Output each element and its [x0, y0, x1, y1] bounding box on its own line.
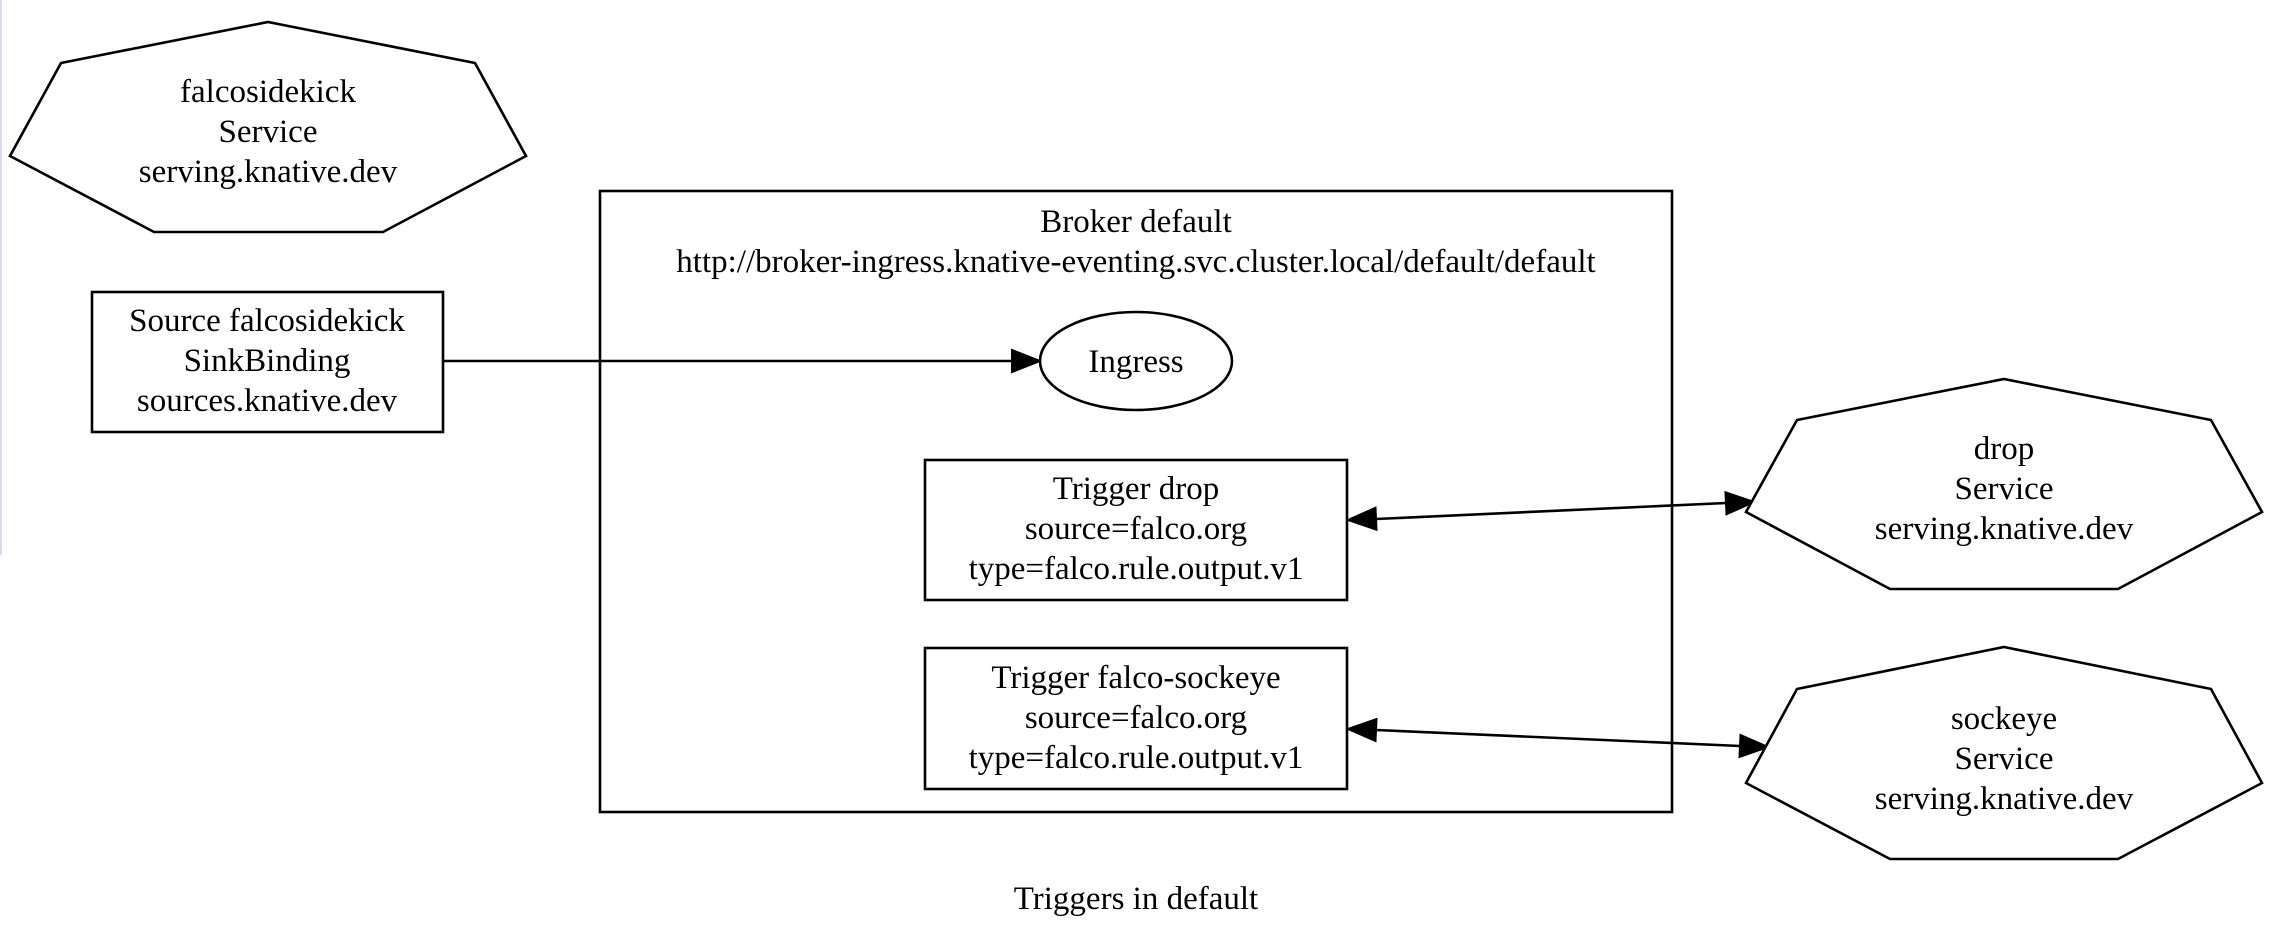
- arrowhead-trigger-sockeye: [1345, 717, 1378, 743]
- node-label: Ingress: [1088, 344, 1183, 380]
- trigger-drop-node: Trigger drop source=falco.org type=falco…: [923, 458, 1349, 602]
- node-group: serving.knative.dev: [139, 154, 398, 190]
- drop-service-node: drop Service serving.knative.dev: [1744, 377, 2264, 591]
- arrowhead-sockeye-service: [1738, 733, 1771, 759]
- arrowhead-ingress: [1011, 348, 1043, 374]
- node-name: sockeye: [1951, 701, 2057, 737]
- node-filter-type: type=falco.rule.output.v1: [969, 551, 1304, 587]
- septagon-shape: [1744, 377, 2264, 591]
- broker-url: http://broker-ingress.knative-eventing.s…: [676, 244, 1595, 280]
- edge-source-to-ingress: [443, 348, 1043, 374]
- broker-title: Broker default: [1040, 204, 1232, 240]
- node-filter-type: type=falco.rule.output.v1: [969, 740, 1304, 776]
- left-edge-strip: [0, 0, 2, 555]
- box-shape: [90, 290, 445, 434]
- node-name: drop: [1974, 431, 2035, 467]
- node-name: Trigger drop: [1053, 471, 1220, 507]
- trigger-falco-sockeye-node: Trigger falco-sockeye source=falco.org t…: [923, 646, 1349, 791]
- sockeye-service-node: sockeye Service serving.knative.dev: [1744, 645, 2264, 861]
- node-kind: Service: [219, 114, 318, 150]
- box-shape: [923, 646, 1349, 791]
- broker-cluster: Broker default http://broker-ingress.kna…: [598, 189, 1674, 814]
- edge-trigger-drop-to-drop-service: [1345, 490, 1757, 532]
- node-kind: Service: [1955, 471, 2054, 507]
- node-name: falcosidekick: [180, 74, 356, 110]
- node-group: serving.knative.dev: [1875, 511, 2134, 547]
- falcosidekick-service-node: falcosidekick Service serving.knative.de…: [8, 20, 528, 234]
- graph-caption: Triggers in default: [1014, 881, 1258, 917]
- broker-cluster-border: [598, 189, 1674, 814]
- septagon-shape: [8, 20, 528, 234]
- ingress-node: Ingress: [1038, 310, 1234, 412]
- arrowhead-trigger-drop: [1345, 506, 1378, 532]
- septagon-shape: [1744, 645, 2264, 861]
- node-filter-source: source=falco.org: [1025, 511, 1247, 547]
- node-kind: Service: [1955, 741, 2054, 777]
- node-group: sources.knative.dev: [137, 383, 398, 419]
- ellipse-shape: [1038, 310, 1234, 412]
- source-falcosidekick-node: Source falcosidekick SinkBinding sources…: [90, 290, 445, 434]
- edge-trigger-sockeye-to-sockeye-service: [1345, 717, 1771, 759]
- box-shape: [923, 458, 1349, 602]
- arrowhead-drop-service: [1724, 490, 1757, 516]
- node-group: serving.knative.dev: [1875, 781, 2134, 817]
- node-name: Trigger falco-sockeye: [991, 660, 1280, 696]
- node-kind: SinkBinding: [184, 343, 351, 379]
- node-filter-source: source=falco.org: [1025, 700, 1247, 736]
- node-name: Source falcosidekick: [129, 303, 405, 339]
